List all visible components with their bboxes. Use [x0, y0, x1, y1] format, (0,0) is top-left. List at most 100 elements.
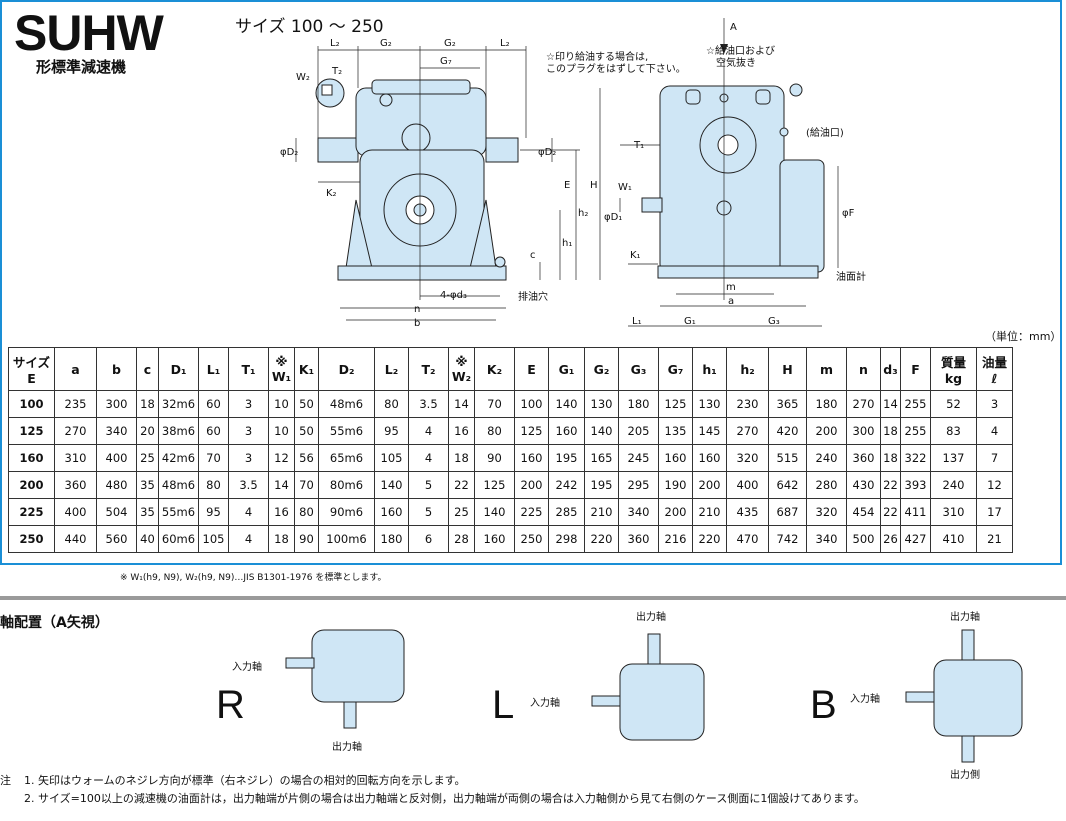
table-cell: 270	[846, 390, 881, 418]
table-header-cell: H	[768, 347, 807, 391]
L-output-label: 出力軸	[636, 610, 666, 623]
table-cell: 270	[54, 417, 97, 445]
table-cell: 5	[408, 498, 449, 526]
table-cell: 180	[806, 390, 847, 418]
dim-W2: W₂	[296, 72, 310, 83]
table-cell: 4	[408, 417, 449, 445]
dim-c: c	[530, 250, 536, 261]
table-cell: 393	[900, 471, 931, 499]
table-cell: 60m6	[158, 525, 199, 553]
B-output-bottom-label: 出力側	[950, 768, 980, 780]
table-cell: 56	[294, 444, 319, 472]
note-2: 2. サイズ=100以上の減速機の油面計は，出力軸端が片側の場合は出力軸端と反対…	[24, 792, 865, 805]
table-cell: 240	[806, 444, 847, 472]
table-cell: 200	[806, 417, 847, 445]
table-cell: 240	[930, 471, 977, 499]
table-cell: 140	[474, 498, 515, 526]
table-cell: 427	[900, 525, 931, 553]
plug-note-1: ☆印り給油する場合は,	[546, 50, 648, 63]
table-cell: 3	[228, 417, 269, 445]
table-cell: 140	[374, 471, 409, 499]
table-cell: 7	[976, 444, 1013, 472]
table-cell: 360	[54, 471, 97, 499]
table-header-cell: K₂	[474, 347, 515, 391]
table-cell: 125	[658, 390, 693, 418]
table-header-cell: G₃	[618, 347, 659, 391]
table-cell: 411	[900, 498, 931, 526]
table-cell: 200	[658, 498, 693, 526]
table-cell: 210	[584, 498, 619, 526]
top-plug	[379, 93, 393, 107]
table-cell: 642	[768, 471, 807, 499]
table-cell: 310	[54, 444, 97, 472]
table-header-cell: K₁	[294, 347, 319, 391]
table-cell: 500	[846, 525, 881, 553]
table-cell: 3.5	[408, 390, 449, 418]
table-cell: 90	[474, 444, 515, 472]
arrangement-R: R 入力軸 出力軸	[216, 629, 405, 753]
table-header-cell: L₁	[198, 347, 229, 391]
dim-T2: T₂	[331, 66, 342, 77]
table-cell: 6	[408, 525, 449, 553]
table-cell: 195	[584, 471, 619, 499]
table-header-cell: a	[54, 347, 97, 391]
table-cell: 18	[880, 444, 901, 472]
dim-K2: K₂	[326, 188, 337, 199]
shaft-arrangement-diagrams: R 入力軸 出力軸 L 入力軸 出力軸 B 入力軸 出力軸 出力側	[216, 610, 1023, 780]
size-cell: 160	[8, 444, 55, 472]
table-cell: 742	[768, 525, 807, 553]
table-cell: 285	[548, 498, 585, 526]
table-cell: 160	[374, 498, 409, 526]
table-header-cell: c	[136, 347, 159, 391]
table-cell: 160	[548, 417, 585, 445]
table-cell: 400	[96, 444, 137, 472]
table-cell: 220	[692, 525, 727, 553]
B-input-shaft	[905, 691, 935, 703]
table-cell: 4	[408, 444, 449, 472]
table-cell: 105	[374, 444, 409, 472]
B-letter: B	[810, 683, 837, 727]
table-cell: 365	[768, 390, 807, 418]
table-cell: 255	[900, 417, 931, 445]
dim-L2-right: L₂	[500, 38, 510, 49]
table-cell: 100m6	[318, 525, 375, 553]
dim-h2: h₂	[578, 208, 588, 219]
table-cell: 560	[96, 525, 137, 553]
table-cell: 60	[198, 390, 229, 418]
table-header-cell: 油量 ℓ	[976, 347, 1013, 391]
dim-L2-left: L₂	[330, 38, 340, 49]
table-cell: 16	[448, 417, 475, 445]
table-cell: 21	[976, 525, 1013, 553]
side-base	[657, 265, 819, 279]
table-cell: 435	[726, 498, 769, 526]
table-cell: 95	[374, 417, 409, 445]
table-cell: 220	[584, 525, 619, 553]
table-cell: 42m6	[158, 444, 199, 472]
table-cell: 80	[198, 471, 229, 499]
table-cell: 340	[96, 417, 137, 445]
table-cell: 195	[548, 444, 585, 472]
dimension-drawing: L₂ G₂ G₂ L₂ G₇ W₂ T₂ φD₂ φD₂ K₂ E H h₂ h…	[280, 18, 866, 329]
table-cell: 83	[930, 417, 977, 445]
output-shaft-right	[485, 137, 519, 163]
L-input-label: 入力軸	[530, 696, 560, 709]
table-cell: 10	[268, 390, 295, 418]
base-plate	[337, 265, 507, 281]
dim-n: n	[414, 304, 420, 315]
table-header-cell: T₁	[228, 347, 269, 391]
table-cell: 32m6	[158, 390, 199, 418]
table-cell: 322	[900, 444, 931, 472]
table-cell: 245	[618, 444, 659, 472]
table-header-cell: h₂	[726, 347, 769, 391]
B-case	[933, 659, 1023, 737]
table-cell: 135	[658, 417, 693, 445]
B-output-top-label: 出力軸	[950, 610, 980, 623]
note-1: 1. 矢印はウォームのネジレ方向が標準（右ネジレ）の場合の相対的回転方向を示しま…	[24, 774, 466, 787]
table-cell: 80	[374, 390, 409, 418]
table-cell: 300	[96, 390, 137, 418]
table-header-cell: F	[900, 347, 931, 391]
